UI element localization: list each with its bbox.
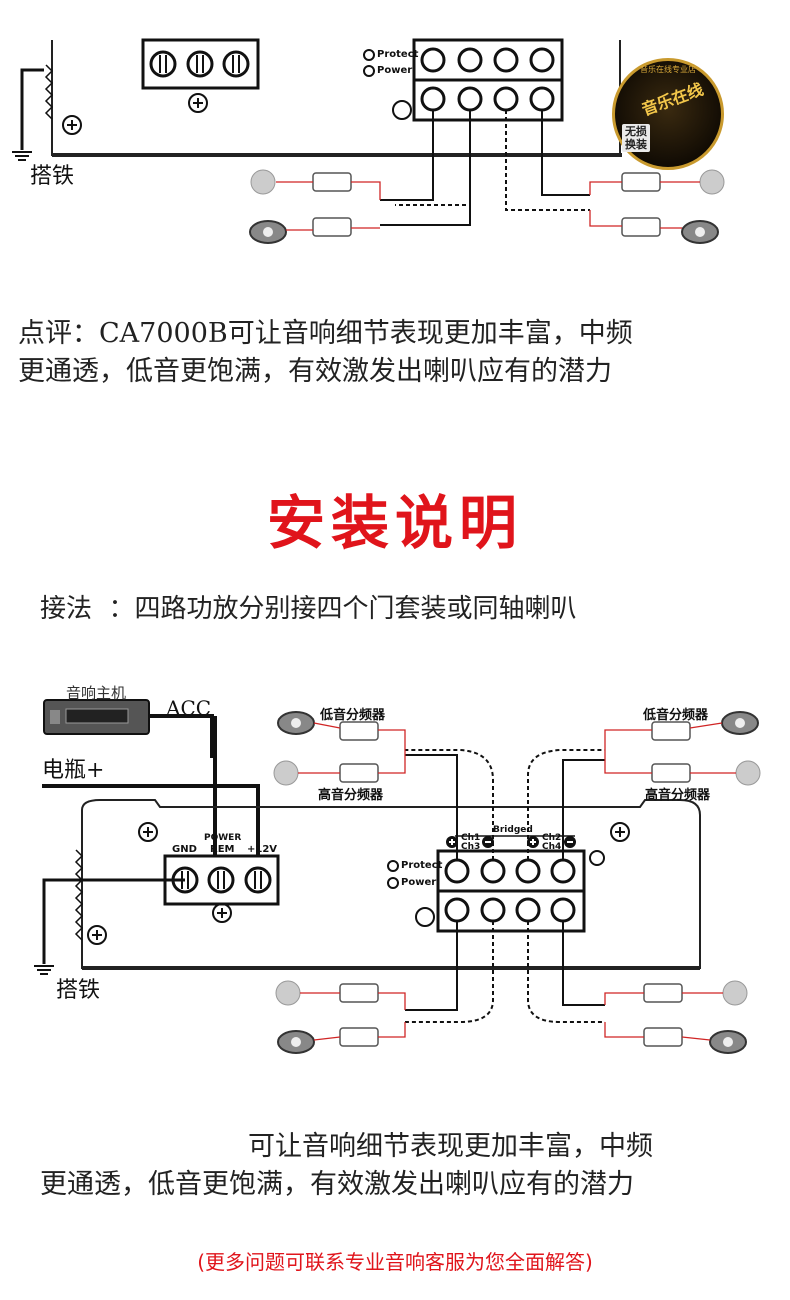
ch2-label: Ch2 [542, 833, 562, 843]
summary-line-1: 可让音响细节表现更加丰富，中频 [248, 1131, 653, 1162]
ground-label: 搭铁 [56, 978, 101, 1003]
wiring-method-text: 接法 ：四路功放分别接四个门套装或同轴喇叭 [40, 594, 577, 624]
badge-ring-text: 音乐在线专业店 [640, 65, 696, 74]
protect-label: Protect [401, 860, 443, 871]
badge-tag-2: 换装 [625, 138, 647, 151]
head-unit-label: 音响主机 [66, 684, 127, 702]
top-protect-label: Protect [377, 49, 419, 60]
power-label: POWER [204, 833, 242, 843]
tweeter-crossover-right: 高音分频器 [645, 788, 711, 803]
badge-tag-1: 无损 [625, 125, 647, 138]
summary-text: 可让音响细节表现更加丰富，中频 更通透，低音更饱满，有效激发出喇叭应有的潜力 [40, 1128, 780, 1204]
review-text: 点评：CA7000B可让音响细节表现更加丰富，中频 更通透，低音更饱满，有效激发… [18, 315, 778, 391]
footer-note: (更多问题可联系专业音响客服为您全面解答) [197, 1250, 593, 1274]
power-led-label: Power [401, 877, 437, 888]
review-line-2: 更通透，低音更饱满，有效激发出喇叭应有的潜力 [18, 356, 612, 387]
top-ground-label: 搭铁 [30, 164, 75, 189]
review-line-1: 点评：CA7000B可让音响细节表现更加丰富，中频 [18, 318, 633, 349]
amplifier-body [81, 799, 701, 969]
acc-label: ACC [166, 696, 212, 720]
bridged-label: Bridged [493, 825, 533, 835]
ch4-label: Ch4 [542, 842, 562, 852]
summary-line-2: 更通透，低音更饱满，有效激发出喇叭应有的潜力 [40, 1169, 634, 1200]
gnd-label: GND [172, 844, 197, 855]
ch3-label: Ch3 [461, 842, 481, 852]
install-heading: 安装说明 [266, 489, 523, 557]
rem-label: REM [210, 844, 235, 855]
badge-tag: 无损 换装 [622, 124, 650, 152]
woofer-crossover-left: 低音分频器 [320, 708, 386, 723]
woofer-crossover-right: 低音分频器 [643, 708, 709, 723]
ch1-label: Ch1 [461, 833, 481, 843]
battery-label: 电瓶+ [42, 758, 105, 783]
plus12v-label: +12V [247, 844, 278, 855]
top-amp-diagram [12, 38, 725, 244]
top-power-label: Power [377, 65, 413, 76]
tweeter-crossover-left: 高音分频器 [318, 788, 384, 803]
